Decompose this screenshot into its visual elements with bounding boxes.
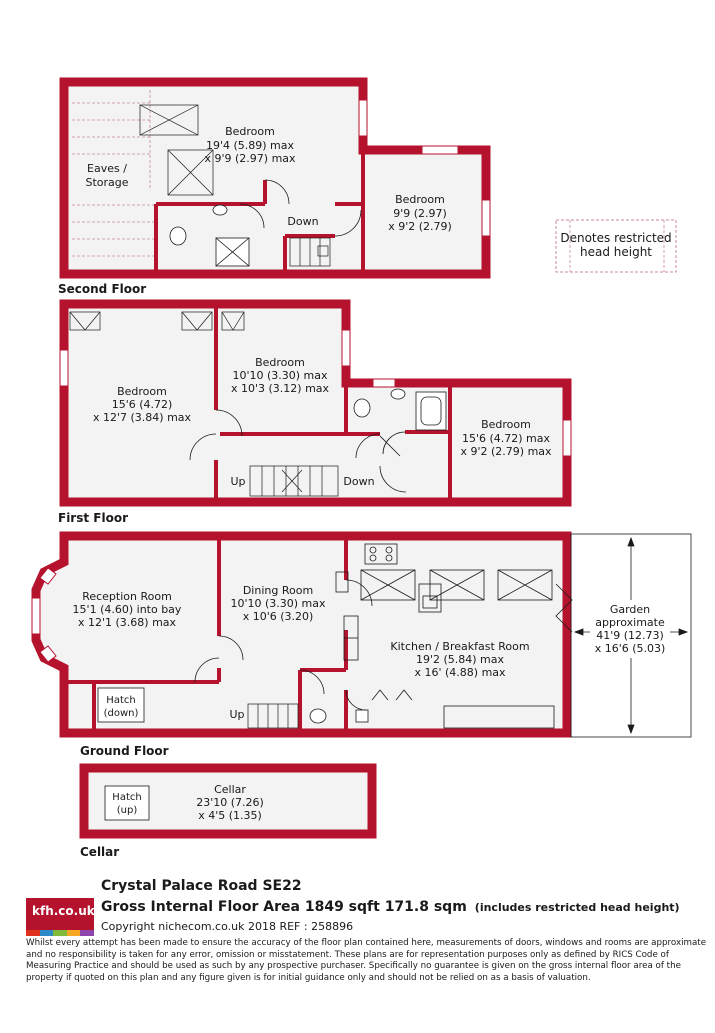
cellar-hatch-line2: (up) [117,805,138,816]
second-bedroom-a-name: Bedroom [225,125,275,138]
first-bedroom-c-name: Bedroom [481,418,531,431]
first-bedroom-a-dim1: 15'6 (4.72) [112,398,173,411]
ground-reception-dim2: x 12'1 (3.68) max [78,616,177,629]
garden-dim2: x 16'6 (5.03) [595,642,666,655]
second-bedroom-b-dim1: 9'9 (2.97) [393,207,447,220]
floor-plan: Eaves / Storage Bedroom 19'4 (5.89) max … [31,77,692,859]
ground-stairs-up: Up [229,708,244,721]
first-bedroom-c-dim1: 15'6 (4.72) max [462,432,551,445]
legend-line1: Denotes restricted [560,231,671,245]
first-bedroom-c-dim2: x 9'2 (2.79) max [460,445,552,458]
ground-reception-dim1: 15'1 (4.60) into bay [73,603,182,616]
gross-internal-area: Gross Internal Floor Area 1849 sqft 171.… [101,899,680,915]
cellar-label: Cellar [80,845,119,859]
ground-kitchen-dim1: 19'2 (5.84) max [416,653,505,666]
cellar-floor: Hatch (up) Cellar 23'10 (7.26) x 4'5 (1.… [79,763,377,859]
second-bedroom-a-dim1: 19'4 (5.89) max [206,139,295,152]
ground-reception-name: Reception Room [82,590,172,603]
cellar-dim2: x 4'5 (1.35) [198,809,262,822]
second-bedroom-b-name: Bedroom [395,193,445,206]
ground-kitchen-name: Kitchen / Breakfast Room [390,640,529,653]
ground-dining-dim2: x 10'6 (3.20) [243,610,314,623]
ground-kitchen-dim2: x 16' (4.88) max [414,666,506,679]
garden-dim1: 41'9 (12.73) [596,629,664,642]
first-floor-label: First Floor [58,511,128,525]
second-floor-label: Second Floor [58,282,146,296]
disclaimer: Whilst every attempt has been made to en… [26,938,707,983]
ground-floor-label: Ground Floor [80,744,169,758]
first-bedroom-b-name: Bedroom [255,356,305,369]
kfh-logo: kfh.co.uk [26,898,95,936]
legend-line2: head height [580,245,652,259]
copyright-ref: Copyright nichecom.co.uk 2018 REF : 2588… [101,920,354,933]
first-bedroom-a-name: Bedroom [117,385,167,398]
restricted-height-legend: Denotes restricted head height [555,219,677,273]
garden-line2: approximate [595,616,665,629]
eaves-restricted-area [72,90,156,257]
ground-dining-name: Dining Room [243,584,313,597]
ground-hatch-line1: Hatch [106,695,135,706]
cellar-name: Cellar [214,783,246,796]
area-note: (includes restricted head height) [474,901,680,914]
cellar-dim1: 23'10 (7.26) [196,796,264,809]
second-floor: Eaves / Storage Bedroom 19'4 (5.89) max … [58,77,491,296]
cellar-hatch-line1: Hatch [112,792,141,803]
area-value: Gross Internal Floor Area 1849 sqft 171.… [101,899,467,915]
garden-name: Garden [610,603,650,616]
second-bedroom-a-dim2: x 9'9 (2.97) max [204,152,296,165]
second-bedroom-b-dim2: x 9'2 (2.79) [388,220,452,233]
first-bedroom-a-dim2: x 12'7 (3.84) max [93,411,192,424]
first-stairs-down: Down [343,475,374,488]
logo-color-bars [26,930,94,936]
ground-dining-dim1: 10'10 (3.30) max [230,597,326,610]
logo-text: kfh.co.uk [32,904,95,918]
second-eaves-line2: Storage [85,176,128,189]
first-stairs-up: Up [230,475,245,488]
first-bedroom-b-dim2: x 10'3 (3.12) max [231,382,330,395]
first-floor: Bedroom 15'6 (4.72) x 12'7 (3.84) max Be… [58,299,572,525]
ground-hatch-line2: (down) [104,708,139,719]
second-eaves-line1: Eaves / [87,162,127,175]
ground-floor: Reception Room 15'1 (4.60) into bay x 12… [31,531,692,758]
property-address: Crystal Palace Road SE22 [101,878,302,894]
first-bedroom-b-dim1: 10'10 (3.30) max [232,369,328,382]
second-stairs-label: Down [287,215,318,228]
